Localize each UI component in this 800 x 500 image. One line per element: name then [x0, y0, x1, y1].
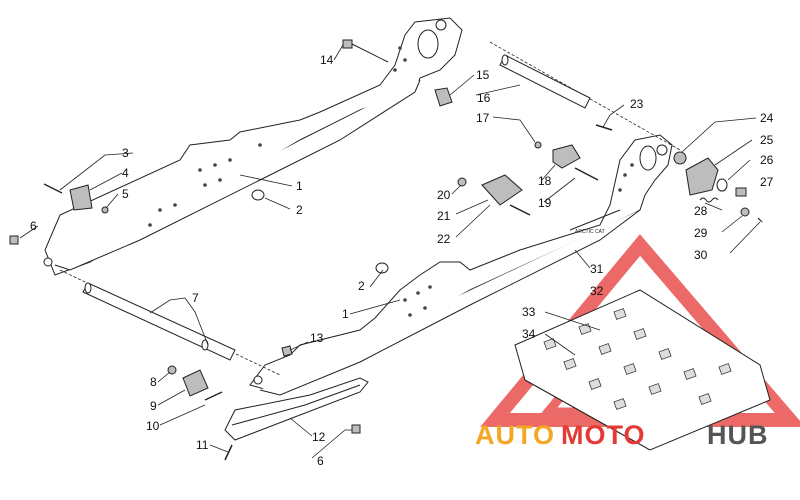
watermark-moto: MOTO [561, 420, 646, 450]
callout-20: 20 [437, 188, 451, 202]
rail-right: ARCTIC CAT [249, 134, 673, 396]
cross-shaft-upper [489, 41, 681, 151]
callout-25: 25 [760, 133, 774, 147]
cross-shaft-lower [59, 269, 281, 376]
callout-2b: 2 [358, 279, 365, 293]
small-parts [9, 39, 763, 461]
slide-rail [224, 377, 369, 441]
callout-21: 21 [437, 209, 451, 223]
watermark-text: AUTO MOTO HUB [475, 420, 769, 450]
callout-1a: 1 [296, 179, 303, 193]
callout-29: 29 [694, 226, 708, 240]
callout-3: 3 [122, 146, 129, 160]
callout-6a: 6 [30, 219, 37, 233]
leader-lines [19, 44, 761, 459]
callout-17: 17 [476, 111, 490, 125]
callout-7: 7 [192, 291, 199, 305]
watermark-hub: HUB [707, 420, 769, 450]
callout-6b: 6 [317, 454, 324, 468]
svg-text:ARCTIC CAT: ARCTIC CAT [575, 229, 605, 235]
callout-27: 27 [760, 175, 774, 189]
callout-23: 23 [630, 97, 644, 111]
callout-26: 26 [760, 153, 774, 167]
watermark-auto: AUTO [475, 420, 555, 450]
rail-left [43, 17, 463, 276]
callout-33: 33 [522, 305, 536, 319]
callout-22: 22 [437, 232, 451, 246]
callout-34: 34 [522, 327, 536, 341]
callout-9: 9 [150, 399, 157, 413]
callout-5: 5 [122, 187, 129, 201]
callout-12: 12 [312, 430, 326, 444]
callout-31: 31 [590, 262, 604, 276]
callout-15: 15 [476, 68, 490, 82]
callout-16: 16 [477, 91, 491, 105]
callout-24: 24 [760, 111, 774, 125]
callout-8: 8 [150, 375, 157, 389]
callout-18: 18 [538, 174, 552, 188]
callout-2a: 2 [296, 203, 303, 217]
callout-30: 30 [694, 248, 708, 262]
callout-11: 11 [196, 438, 209, 452]
callout-13: 13 [310, 331, 324, 345]
callout-14: 14 [320, 53, 334, 67]
callout-labels: 1 1 2 2 3 4 5 6 6 7 8 9 10 11 12 13 14 1… [30, 53, 774, 468]
callout-28: 28 [694, 204, 708, 218]
callout-1b: 1 [342, 307, 349, 321]
track [514, 289, 771, 451]
callout-19: 19 [538, 196, 552, 210]
callout-10: 10 [146, 419, 160, 433]
callout-4: 4 [122, 166, 129, 180]
callout-32: 32 [590, 284, 604, 298]
